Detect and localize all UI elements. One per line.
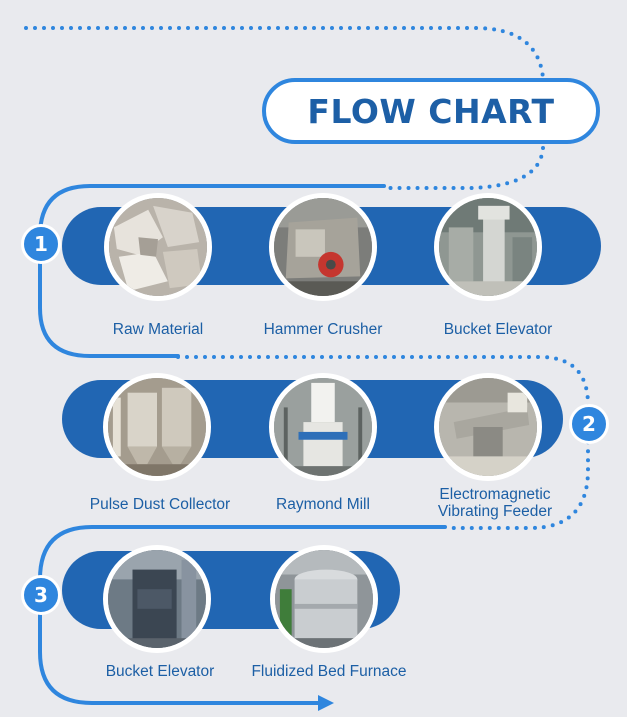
dotted-connector-title-row1 [385, 148, 543, 188]
bucket-elevator-2-photo [103, 545, 211, 653]
step-badge-1: 1 [21, 224, 61, 264]
hammer-crusher-photo [269, 193, 377, 301]
label-raymond-mill: Raymond Mill [253, 496, 393, 513]
label-fluidized-bed-furnace: Fluidized Bed Furnace [234, 663, 424, 680]
raymond-mill-photo [269, 373, 377, 481]
step-number: 3 [34, 583, 48, 607]
raw-material-photo [104, 193, 212, 301]
step-number: 1 [34, 232, 48, 256]
dotted-connector-top [26, 28, 543, 78]
end-arrowhead [318, 695, 334, 711]
step-number: 2 [582, 412, 596, 436]
label-hammer-crusher: Hammer Crusher [253, 321, 393, 338]
label-bucket-elevator-2: Bucket Elevator [80, 663, 240, 680]
title-pill: FLOW CHART [262, 78, 600, 144]
step-badge-2: 2 [569, 404, 609, 444]
label-vibrating-feeder-line1: Electromagnetic [410, 486, 580, 503]
bucket-elevator-photo [434, 193, 542, 301]
pulse-dust-collector-photo [103, 373, 211, 481]
label-raw-material: Raw Material [88, 321, 228, 338]
fluidized-bed-furnace-photo [270, 545, 378, 653]
vibrating-feeder-photo [434, 373, 542, 481]
label-pulse-dust-collector: Pulse Dust Collector [70, 496, 250, 513]
step-badge-3: 3 [21, 575, 61, 615]
label-vibrating-feeder-line2: Vibrating Feeder [410, 503, 580, 520]
label-bucket-elevator: Bucket Elevator [418, 321, 578, 338]
page-title: FLOW CHART [307, 92, 554, 131]
